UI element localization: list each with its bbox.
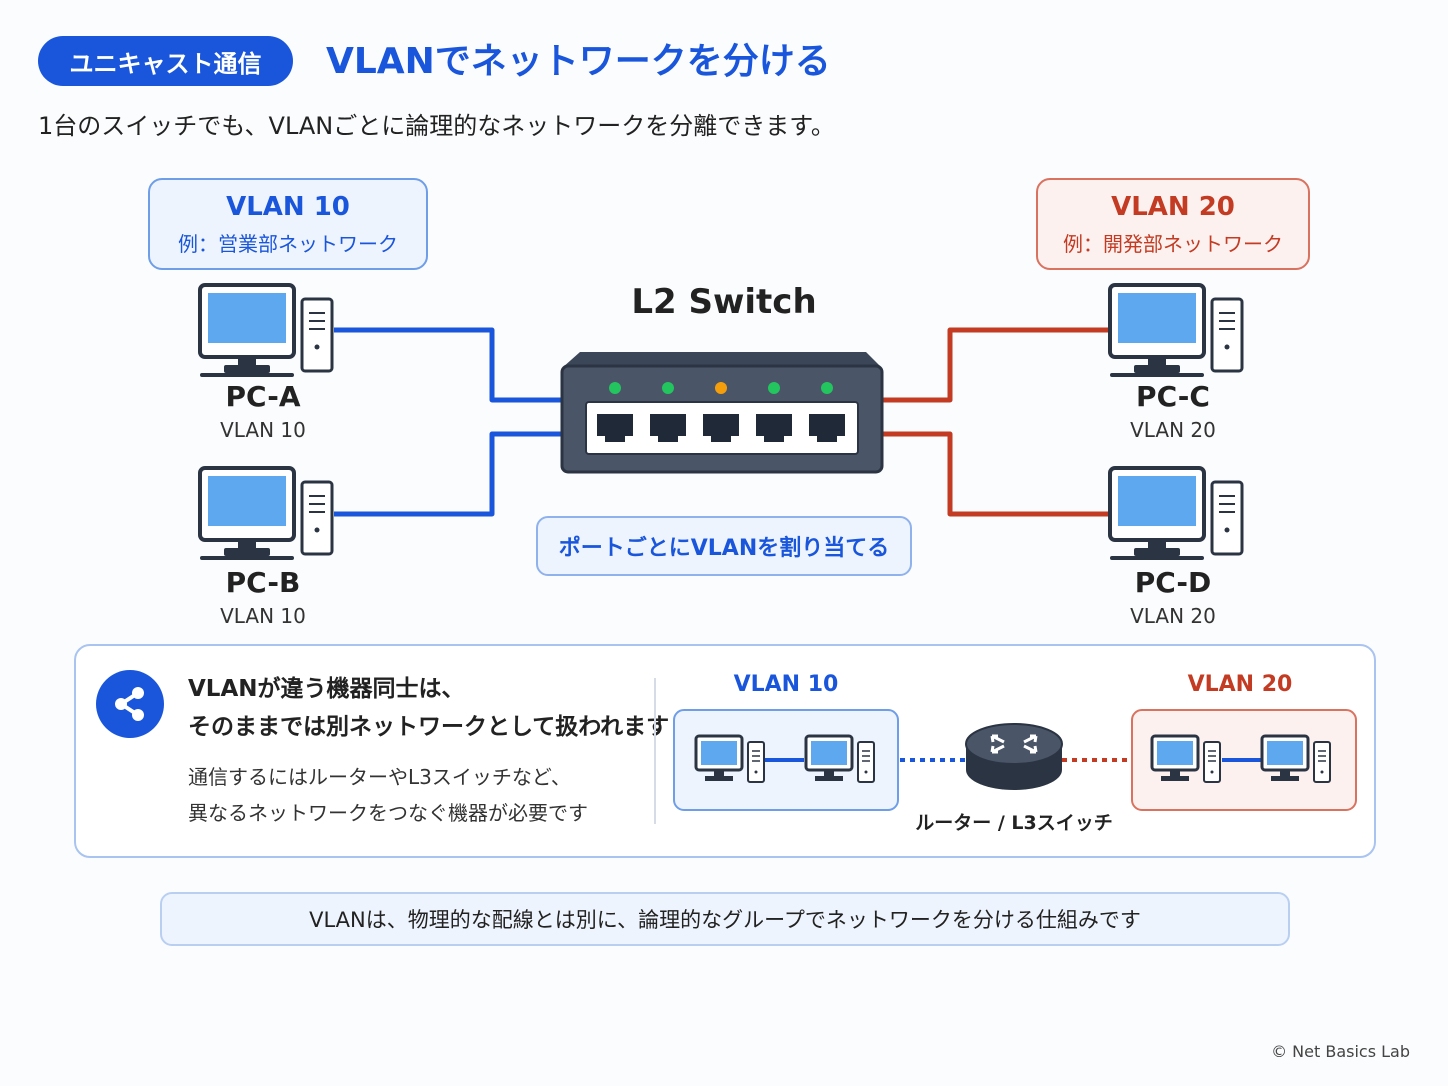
cable-pc-d (882, 431, 1108, 517)
pc-c-icon (1108, 283, 1244, 379)
status-led (715, 382, 727, 394)
pc-a-vlan: VLAN 10 (220, 418, 306, 442)
status-led (821, 382, 833, 394)
status-led (609, 382, 621, 394)
pc-b-vlan: VLAN 10 (220, 604, 306, 628)
ethernet-port (597, 414, 633, 442)
mini-vlan10-label: VLAN 10 (733, 672, 839, 697)
pc-b-icon (198, 466, 334, 562)
info-heading-2: そのままでは別ネットワークとして扱われます (188, 714, 670, 740)
cable-pc-b (334, 431, 562, 517)
info-body-2: 異なるネットワークをつなぐ機器が必要です (188, 801, 588, 825)
pc-d-icon (1108, 466, 1244, 562)
switch-icon (560, 352, 884, 474)
port-assign-label: ポートごとにVLANを割り当てる (536, 516, 912, 576)
pc-a-name: PC-A (225, 380, 301, 413)
router-label: ルーター / L3スイッチ (915, 812, 1113, 834)
cable-pc-a (334, 327, 562, 403)
pc-b-name: PC-B (225, 566, 301, 599)
inter-vlan-diagram (673, 709, 1357, 811)
mini-vlan20-label: VLAN 20 (1187, 672, 1293, 697)
status-led (768, 382, 780, 394)
ethernet-port (756, 414, 792, 442)
info-heading-1: VLANが違う機器同士は、 (188, 676, 465, 702)
switch-title: L2 Switch (631, 282, 817, 322)
router-icon (965, 723, 1063, 790)
ethernet-port (809, 414, 845, 442)
ethernet-port (703, 414, 739, 442)
section-badge: ユニキャスト通信 (38, 36, 293, 86)
vlan20-desc: 例：開発部ネットワーク (1063, 231, 1283, 256)
vlan20-name: VLAN 20 (1111, 191, 1235, 222)
pc-c-vlan: VLAN 20 (1130, 418, 1216, 442)
info-body-1: 通信するにはルーターやL3スイッチなど、 (188, 765, 571, 789)
pc-a-icon (198, 283, 334, 379)
vlan10-desc: 例：営業部ネットワーク (178, 231, 398, 256)
pc-d-name: PC-D (1134, 566, 1212, 599)
copyright: © Net Basics Lab (1271, 1042, 1410, 1061)
info-divider (654, 678, 656, 824)
vlan10-name: VLAN 10 (226, 191, 350, 222)
share-icon (96, 670, 164, 738)
footer-note: VLANは、物理的な配線とは別に、論理的なグループでネットワークを分ける仕組みで… (160, 892, 1290, 946)
status-led (662, 382, 674, 394)
pc-d-vlan: VLAN 20 (1130, 604, 1216, 628)
page-title: VLANでネットワークを分ける (326, 41, 831, 82)
vlan10-box: VLAN 10 例：営業部ネットワーク (148, 178, 428, 270)
ethernet-port (650, 414, 686, 442)
cable-pc-c (882, 327, 1108, 403)
page-subtitle: 1台のスイッチでも、VLANごとに論理的なネットワークを分離できます。 (38, 112, 835, 140)
pc-c-name: PC-C (1136, 380, 1210, 413)
vlan20-box: VLAN 20 例：開発部ネットワーク (1036, 178, 1310, 270)
